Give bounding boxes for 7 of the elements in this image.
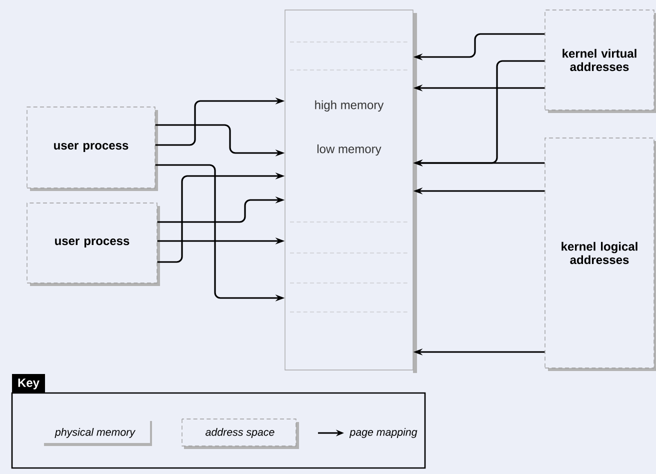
physical-memory-box: high memory low memory: [284, 10, 417, 373]
key-tab: Key: [12, 374, 45, 393]
address-space-box: user process: [26, 202, 160, 286]
address-space-box: user process: [26, 106, 158, 191]
address-space-box: kernel logical addresses: [544, 138, 656, 371]
address-space-box: kernel virtual addresses: [544, 10, 656, 113]
legend-text: page mapping: [349, 428, 418, 438]
